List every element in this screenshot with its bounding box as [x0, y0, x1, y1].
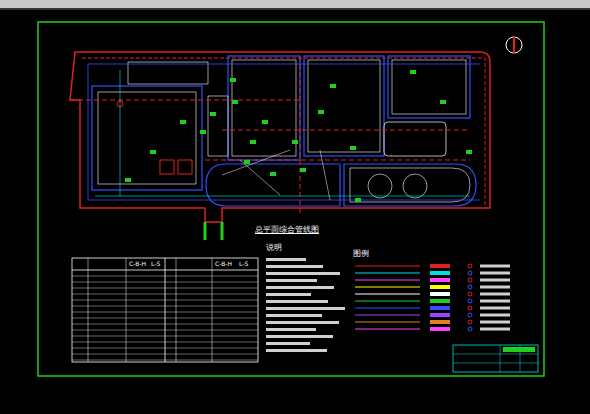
legend-heading: 图例: [352, 250, 370, 259]
table-header: C-B-H: [128, 261, 147, 268]
table-header: C-B-H: [214, 261, 233, 268]
table-header: L-S: [150, 261, 161, 268]
table-header: L-S: [238, 261, 249, 268]
notes-heading: 说明: [265, 244, 283, 253]
drawing-title: 总平面综合管线图: [254, 226, 320, 235]
